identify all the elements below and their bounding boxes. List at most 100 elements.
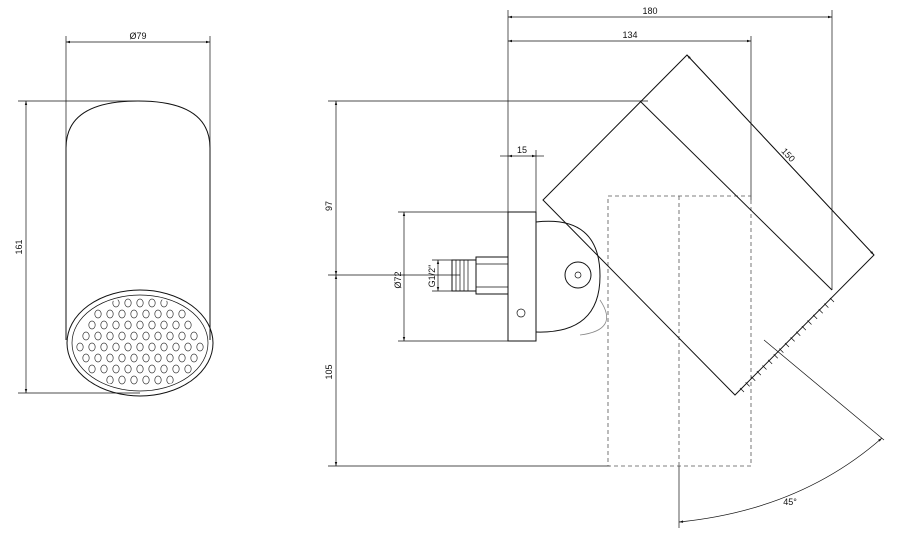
shower-face-outer xyxy=(66,289,214,397)
nozzle-hole xyxy=(130,353,138,363)
side-view: 180 134 15 97 105 xyxy=(324,6,885,528)
nozzle-hole xyxy=(106,309,114,319)
front-diameter-label: Ø79 xyxy=(129,31,146,41)
nozzle-hole xyxy=(100,342,108,352)
nozzle-tooth xyxy=(796,331,801,336)
nozzle-hole xyxy=(124,364,132,374)
nozzle-hole xyxy=(154,375,162,385)
nozzle-hole xyxy=(166,353,174,363)
flange-width-dimension: 15 xyxy=(500,145,544,212)
nozzle-hole xyxy=(178,331,186,341)
nozzle-hole xyxy=(136,320,144,330)
nozzle-tooth xyxy=(790,337,795,342)
nozzle-tooth xyxy=(739,387,745,393)
nozzle-hole xyxy=(82,331,90,341)
nozzle-tooth xyxy=(756,370,762,376)
nozzle-hole xyxy=(130,309,138,319)
nozzle-hole xyxy=(166,331,174,341)
flange-diameter-dimension: Ø72 xyxy=(393,211,508,342)
nozzle-tooth xyxy=(801,325,807,331)
nozzle-hole xyxy=(190,353,198,363)
hidden-neutral-position xyxy=(607,195,752,467)
nozzle-tooth xyxy=(824,303,829,308)
nozzle-hole xyxy=(136,298,144,308)
top-height-label: 97 xyxy=(324,201,334,211)
nozzle-hole xyxy=(178,353,186,363)
nozzle-hole xyxy=(166,309,174,319)
nozzle-tooth xyxy=(829,297,835,303)
nozzle-hole xyxy=(100,320,108,330)
nozzle-hole xyxy=(118,353,126,363)
nozzle-hole xyxy=(130,375,138,385)
nozzle-hole xyxy=(166,375,174,385)
nozzle-hole xyxy=(184,342,192,352)
nozzle-hole xyxy=(88,342,96,352)
nozzle-tooth xyxy=(773,354,778,359)
nozzle-hole xyxy=(148,298,156,308)
nozzle-hole xyxy=(118,375,126,385)
nozzle-hole xyxy=(94,309,102,319)
nozzle-hole xyxy=(118,309,126,319)
nozzle-hole xyxy=(172,364,180,374)
flange-width-label: 15 xyxy=(517,145,527,155)
nozzle-hole xyxy=(184,364,192,374)
nozzle-hole xyxy=(178,309,186,319)
thread-label: G1/2" xyxy=(427,265,437,288)
length-label: 150 xyxy=(779,146,797,164)
bottom-height-label: 105 xyxy=(324,364,334,379)
length-dimension: 150 xyxy=(686,54,875,256)
shower-head-body xyxy=(65,100,211,340)
nozzle-hole xyxy=(106,331,114,341)
nozzle-hole xyxy=(154,353,162,363)
nozzle-hole xyxy=(124,298,132,308)
front-height-dimension: 161 xyxy=(14,100,140,394)
nozzle-tooth xyxy=(807,320,812,325)
nozzle-hole xyxy=(172,342,180,352)
nozzle-hole xyxy=(184,320,192,330)
nozzle-hole xyxy=(160,320,168,330)
threaded-connector xyxy=(451,256,509,295)
flange-diameter-label: Ø72 xyxy=(393,271,403,288)
nozzle-hole xyxy=(106,353,114,363)
nozzle-hole xyxy=(82,353,90,363)
nozzle-tooth xyxy=(779,348,784,353)
nozzle-hole xyxy=(142,375,150,385)
nozzle-hole xyxy=(196,342,204,352)
nozzle-hole xyxy=(88,364,96,374)
nozzle-hole xyxy=(148,364,156,374)
nozzle-hole xyxy=(142,353,150,363)
nozzle-hole xyxy=(94,331,102,341)
nozzle-hole xyxy=(88,320,96,330)
angle-dimension: 45° xyxy=(678,339,885,528)
nozzle-tooth xyxy=(751,376,756,381)
nozzle-hole xyxy=(112,298,120,308)
nozzle-hole xyxy=(136,364,144,374)
thread-dimension: G1/2" xyxy=(427,259,452,292)
wall-flange xyxy=(507,211,537,342)
front-view: Ø79 161 xyxy=(14,31,214,397)
nozzle-tooth xyxy=(818,309,823,314)
nozzle-tooth xyxy=(784,342,790,348)
nozzle-hole xyxy=(112,342,120,352)
nozzle-hole xyxy=(190,331,198,341)
nozzle-hole xyxy=(118,331,126,341)
nozzle-hole xyxy=(106,375,114,385)
shower-face-inner xyxy=(71,294,209,392)
nozzle-tooth xyxy=(812,314,818,320)
front-diameter-dimension: Ø79 xyxy=(65,31,211,150)
nozzle-hole xyxy=(100,364,108,374)
height-dimensions: 97 105 xyxy=(324,100,648,467)
nozzle-hole xyxy=(124,320,132,330)
nozzle-hole xyxy=(112,320,120,330)
rotated-shower-head xyxy=(542,54,875,396)
nozzle-hole xyxy=(148,320,156,330)
angle-label: 45° xyxy=(783,497,797,507)
nozzle-tooth xyxy=(767,359,773,365)
nozzle-tooth xyxy=(745,382,750,387)
nozzle-hole xyxy=(160,298,168,308)
nozzle-hole xyxy=(154,331,162,341)
nozzle-hole xyxy=(142,331,150,341)
inner-width-label: 134 xyxy=(622,30,637,40)
nozzle-hole xyxy=(76,342,84,352)
